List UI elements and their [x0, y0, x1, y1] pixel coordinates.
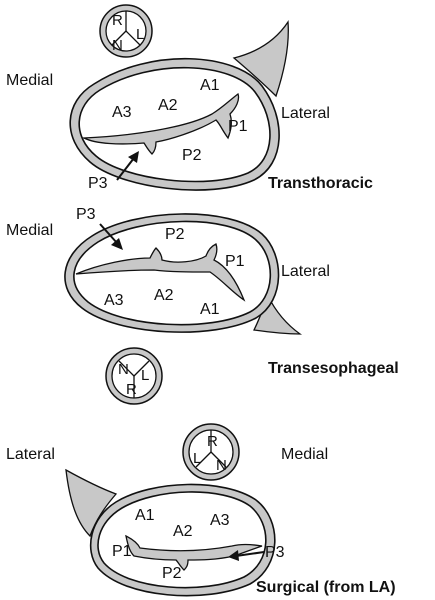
scallop-p2: P2	[182, 147, 202, 164]
wheel-label-top: R	[112, 12, 123, 29]
panel-transthoracic: R N L Medial Lateral A1 A2 A3 P1 P2 P3 T…	[6, 4, 373, 192]
wheel-label-right: N	[216, 457, 227, 474]
scallop-a1: A1	[200, 301, 220, 318]
side-label-left: Medial	[6, 72, 53, 89]
scallop-a1: A1	[200, 77, 220, 94]
coaptation-line	[75, 243, 246, 302]
p3-arrow	[116, 151, 139, 181]
scallop-p3-callout: P3	[88, 175, 108, 192]
scallop-a3: A3	[112, 104, 132, 121]
scallop-a2: A2	[158, 97, 178, 114]
orientation-wheel-transesophageal: N L R	[105, 347, 163, 405]
scallop-p2: P2	[162, 565, 182, 582]
view-title: Surgical (from LA)	[256, 579, 396, 596]
scallop-a2: A2	[173, 523, 193, 540]
left-atrial-appendage	[232, 20, 289, 98]
wheel-label-left: L	[193, 450, 201, 467]
coaptation-line	[125, 534, 263, 571]
p3-arrow	[99, 223, 123, 250]
wheel-label-top: R	[207, 433, 218, 450]
wheel-label-right: L	[136, 26, 144, 43]
scallop-a2: A2	[154, 287, 174, 304]
scallop-p3-callout: P3	[265, 544, 285, 561]
scallop-a3: A3	[210, 512, 230, 529]
orientation-wheel-transthoracic: R N L	[99, 4, 153, 58]
mitral-annulus-inner	[78, 66, 271, 183]
p3-arrow	[228, 550, 265, 561]
wheel-label-left: N	[112, 37, 123, 54]
panel-surgical: R L N Lateral Medial A1 A2 A3 P1 P2 P3 S…	[6, 423, 396, 597]
scallop-p1: P1	[225, 253, 245, 270]
side-label-right: Lateral	[281, 105, 330, 122]
panel-transesophageal: Medial Lateral P3 P2 P1 A3 A2 A1 N L R T…	[6, 206, 399, 405]
coaptation-line	[81, 92, 240, 155]
scallop-p3-callout: P3	[76, 206, 96, 223]
orientation-wheel-surgical: R L N	[182, 423, 240, 481]
wheel-label-bottom: R	[126, 381, 137, 398]
mitral-annulus-inner	[97, 491, 267, 589]
scallop-p2: P2	[165, 226, 185, 243]
scallop-a3: A3	[104, 292, 124, 309]
side-label-right: Lateral	[281, 263, 330, 280]
side-label-left: Medial	[6, 222, 53, 239]
wheel-label-left: N	[118, 361, 129, 378]
view-title: Transthoracic	[268, 175, 373, 192]
scallop-p1: P1	[112, 543, 132, 560]
side-label-left: Lateral	[6, 446, 55, 463]
scallop-a1: A1	[135, 507, 155, 524]
scallop-p1: P1	[228, 118, 248, 135]
wheel-label-right: L	[141, 367, 149, 384]
mitral-annulus-inner	[73, 220, 272, 326]
side-label-right: Medial	[281, 446, 328, 463]
view-title: Transesophageal	[268, 360, 399, 377]
